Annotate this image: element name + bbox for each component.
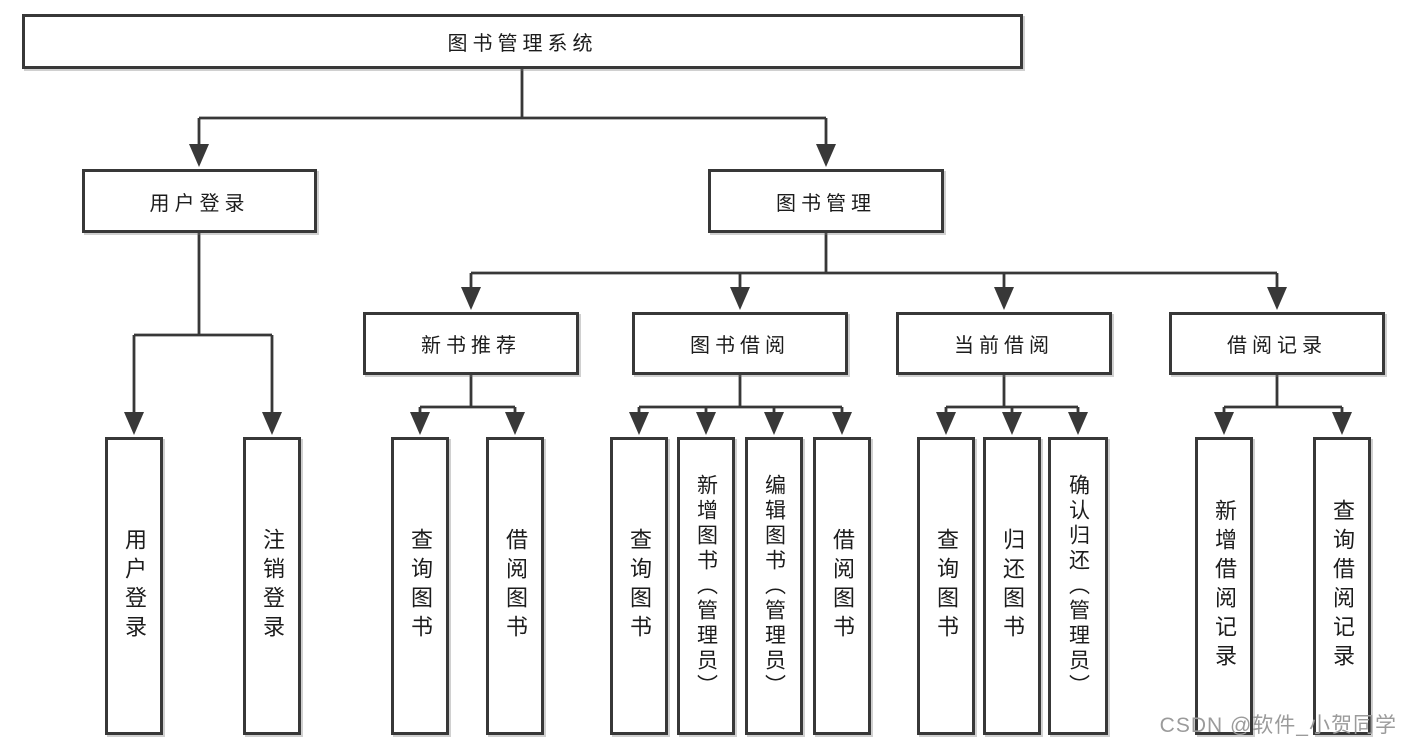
leaf-logout-label: 注销登录	[260, 528, 285, 644]
leaf-confirm-return-admin: 确认归还（管理员）	[1048, 437, 1108, 735]
node-borrow-records-label: 借阅记录	[1227, 335, 1327, 357]
node-book-borrow: 图书借阅	[632, 312, 848, 375]
node-user-login: 用户登录	[82, 169, 317, 233]
leaf-borrow-books: 借阅图书	[813, 437, 871, 735]
leaf-add-books-admin: 新增图书（管理员）	[677, 437, 735, 735]
leaf-query-books-current-label: 查询图书	[934, 528, 959, 644]
node-current-borrow-label: 当前借阅	[954, 335, 1054, 357]
csdn-watermark: CSDN @软件_小贺同学	[1159, 714, 1397, 737]
node-current-borrow: 当前借阅	[896, 312, 1112, 375]
leaf-add-books-admin-label: 新增图书（管理员）	[694, 473, 718, 699]
node-new-book-recommend-label: 新书推荐	[421, 335, 521, 357]
node-book-management-label: 图书管理	[776, 192, 876, 215]
leaf-logout: 注销登录	[243, 437, 301, 735]
node-book-borrow-label: 图书借阅	[690, 335, 790, 357]
leaf-query-borrow-record-label: 查询借阅记录	[1330, 499, 1355, 673]
leaf-add-borrow-record: 新增借阅记录	[1195, 437, 1253, 735]
leaf-borrow-books-label: 借阅图书	[830, 528, 855, 644]
leaf-query-books-current: 查询图书	[917, 437, 975, 735]
node-new-book-recommend: 新书推荐	[363, 312, 579, 375]
node-root-system: 图书管理系统	[22, 14, 1023, 69]
node-user-login-label: 用户登录	[149, 192, 250, 215]
leaf-add-borrow-record-label: 新增借阅记录	[1212, 499, 1237, 673]
leaf-query-books-recommend: 查询图书	[391, 437, 449, 735]
node-book-management: 图书管理	[708, 169, 944, 233]
leaf-confirm-return-admin-label: 确认归还（管理员）	[1066, 473, 1090, 699]
leaf-query-books-borrow: 查询图书	[610, 437, 668, 735]
arrowhead-icons	[124, 144, 1352, 435]
leaf-query-borrow-record: 查询借阅记录	[1313, 437, 1371, 735]
leaf-borrow-books-recommend: 借阅图书	[486, 437, 544, 735]
node-root-label: 图书管理系统	[447, 33, 598, 55]
leaf-edit-books-admin-label: 编辑图书（管理员）	[762, 473, 786, 699]
leaf-user-login-label: 用户登录	[122, 528, 147, 644]
leaf-return-books: 归还图书	[983, 437, 1041, 735]
leaf-return-books-label: 归还图书	[1000, 528, 1025, 644]
node-borrow-records: 借阅记录	[1169, 312, 1385, 375]
leaf-user-login: 用户登录	[105, 437, 163, 735]
leaf-query-books-borrow-label: 查询图书	[627, 528, 652, 644]
leaf-query-books-recommend-label: 查询图书	[408, 528, 433, 644]
leaf-borrow-books-recommend-label: 借阅图书	[503, 528, 528, 644]
leaf-edit-books-admin: 编辑图书（管理员）	[745, 437, 803, 735]
